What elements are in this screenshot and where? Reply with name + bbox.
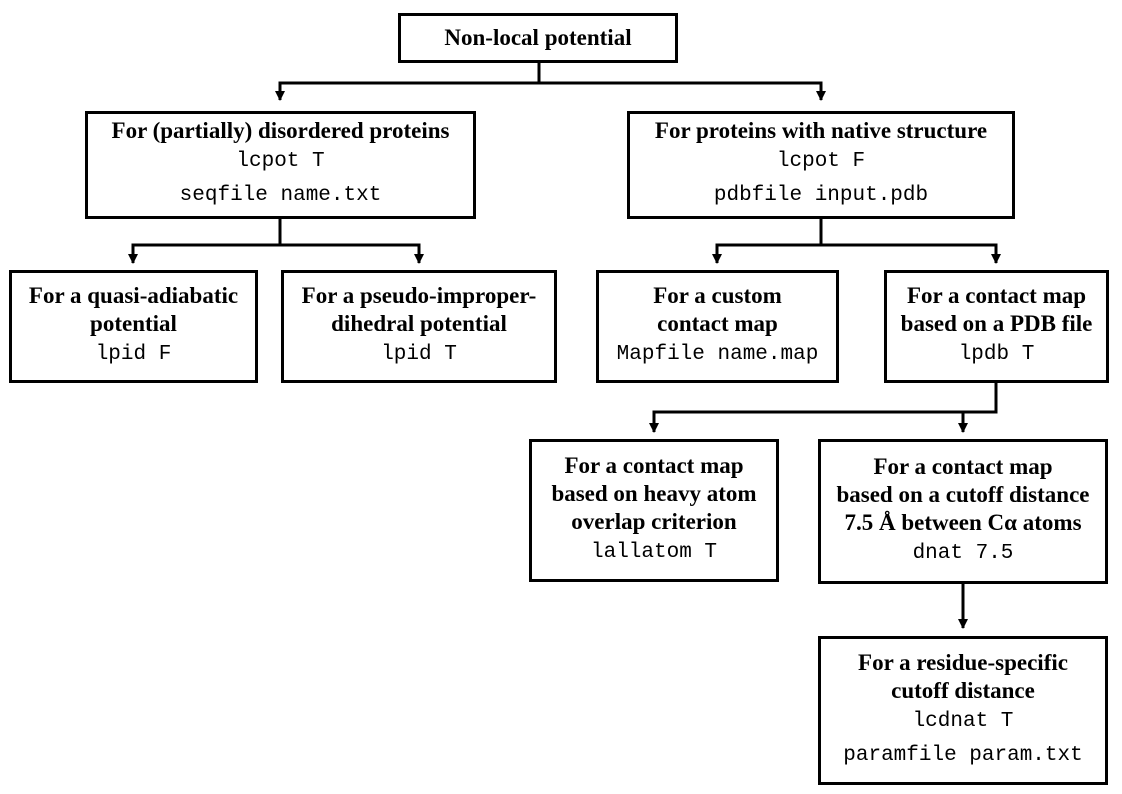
connector-root-to-disordered: [275, 62, 541, 101]
node-title: Non-local potential: [444, 25, 632, 50]
node-title: For a quasi-adiabatic: [28, 282, 239, 308]
param-line: lpid F: [95, 342, 172, 366]
node-title: For a pseudo-improper-: [301, 282, 537, 308]
node-custom-contact-map: For a custom contact map Mapfile name.ma…: [596, 270, 839, 383]
connector-disordered-to-pseudo: [280, 243, 424, 264]
param-line: lpid T: [381, 342, 457, 366]
node-title: potential: [90, 310, 177, 336]
connector-disordered-to-quasi: [128, 219, 282, 264]
connector-root-to-native: [539, 81, 826, 101]
param-line: dnat 7.5: [912, 541, 1014, 565]
node-pseudo-improper-dihedral: For a pseudo-improper- dihedral potentia…: [281, 270, 557, 383]
connector-pdb-to-cutoff: [958, 410, 996, 433]
param-line: paramfile param.txt: [843, 743, 1083, 767]
connector-native-to-custom: [712, 219, 823, 264]
node-pdb-contact-map: For a contact map based on a PDB file lp…: [884, 270, 1109, 383]
node-title: For a custom: [653, 282, 782, 308]
node-non-local-potential: Non-local potential: [398, 13, 678, 63]
node-title: For (partially) disordered proteins: [111, 118, 450, 143]
node-title: based on a PDB file: [900, 310, 1093, 336]
param-line: lcpot F: [776, 150, 866, 173]
connector-pdb-to-heavy: [649, 383, 998, 433]
node-disordered-proteins: For (partially) disordered proteins lcpo…: [85, 111, 476, 219]
connector-native-to-pdb: [821, 243, 1001, 264]
node-title: based on heavy atom: [551, 480, 757, 506]
node-quasi-adiabatic: For a quasi-adiabatic potential lpid F: [9, 270, 258, 383]
node-title: For a contact map: [564, 452, 744, 478]
param-line: lcdnat T: [912, 709, 1014, 733]
param-line: seqfile name.txt: [179, 184, 382, 207]
node-title: For a contact map: [873, 453, 1053, 479]
node-title: based on a cutoff distance: [836, 481, 1090, 507]
node-title: cutoff distance: [891, 677, 1035, 703]
node-title: overlap criterion: [571, 508, 737, 534]
param-line: Mapfile name.map: [616, 342, 819, 366]
node-native-structure: For proteins with native structure lcpot…: [627, 111, 1015, 219]
node-title: dihedral potential: [331, 310, 507, 336]
node-heavy-atom-overlap: For a contact map based on heavy atom ov…: [529, 439, 779, 582]
node-cutoff-distance: For a contact map based on a cutoff dist…: [818, 439, 1108, 584]
param-line: lcpot T: [236, 150, 325, 173]
node-title: 7.5 Å between Cα atoms: [844, 509, 1082, 535]
node-title: For a contact map: [906, 282, 1087, 308]
node-residue-specific-cutoff: For a residue-specific cutoff distance l…: [818, 636, 1108, 785]
node-title: For proteins with native structure: [654, 118, 988, 143]
param-line: pdbfile input.pdb: [713, 184, 929, 207]
param-line: lallatom T: [590, 540, 718, 564]
node-title: For a residue-specific: [858, 649, 1068, 675]
node-title: contact map: [657, 310, 778, 336]
param-line: lpdb T: [958, 342, 1035, 366]
